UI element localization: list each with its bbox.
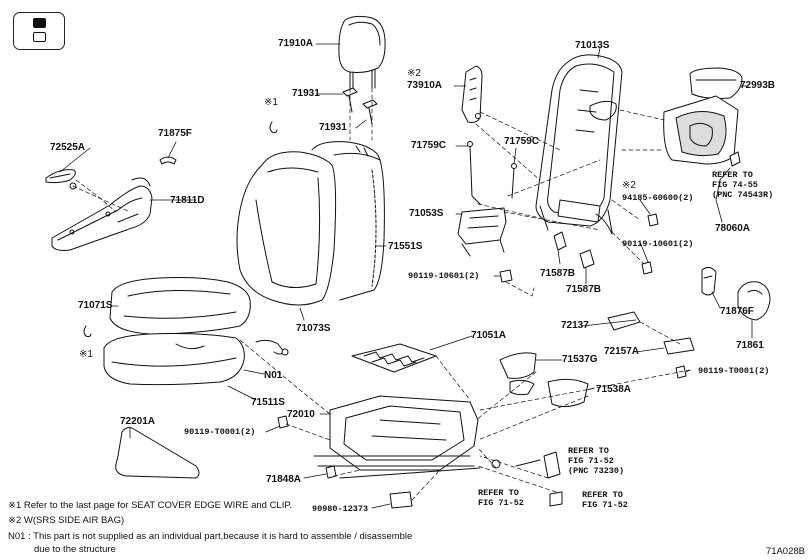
- legend-outline-symbol: [33, 32, 46, 42]
- part-label: 71511S: [251, 397, 285, 408]
- seat-back-drawing: [236, 141, 385, 306]
- part-label: 72157A: [604, 346, 640, 357]
- footnote: ※1 Refer to the last page for SEAT COVER…: [8, 500, 293, 511]
- part-label: 71587B: [540, 268, 576, 279]
- part-label: 90119-10601(2): [408, 271, 480, 281]
- cushion-frame-wire-drawing: [115, 427, 200, 479]
- footnote-marker: ※2: [622, 180, 636, 191]
- part-label: 71759C: [411, 140, 447, 151]
- part-label: 71931: [292, 88, 320, 99]
- part-label: 71537G: [562, 354, 598, 365]
- part-label: 71551S: [388, 241, 423, 252]
- footnote: ※2 W(SRS SIDE AIR BAG): [8, 515, 125, 526]
- cushion-wire-drawing: [255, 339, 289, 356]
- headrest-drawing: [338, 15, 386, 89]
- spring-mat-drawing: [351, 343, 437, 373]
- reference-line: FIG 71-52: [582, 500, 628, 510]
- part-label: 90119-10601(2): [622, 239, 694, 249]
- part-label: 71013S: [575, 40, 610, 51]
- footnote-marker: ※1: [264, 97, 278, 108]
- footnote-marker: ※1: [79, 349, 93, 360]
- airbag-pad-drawing: [461, 65, 483, 123]
- part-label: 71053S: [409, 208, 444, 219]
- figure-code: 71A028B: [765, 546, 805, 557]
- reference-line: REFER TO: [582, 490, 623, 500]
- figure-reference[interactable]: REFER TO FIG 71-52: [478, 488, 524, 508]
- reference-line: REFER TO: [478, 488, 519, 498]
- part-label: 90980-12373: [312, 504, 369, 514]
- part-label: N01: [264, 370, 283, 381]
- part-label: 71910A: [278, 38, 314, 49]
- part-label: 71811D: [170, 195, 205, 206]
- part-label: 71876F: [720, 306, 754, 317]
- recliner-cover-drawing: [701, 266, 771, 321]
- part-label: 71587B: [566, 284, 602, 295]
- reference-line: FIG 71-52: [478, 498, 524, 508]
- seat-side-cover-drawing: [45, 156, 177, 251]
- part-label: 71931: [319, 122, 347, 133]
- reference-line: REFER TO: [712, 170, 753, 180]
- frame-pad-drawing: [553, 231, 595, 269]
- seat-back-frame-drawing: [535, 54, 623, 235]
- seat-track-drawing: [313, 395, 481, 479]
- part-label: 94185-60600(2): [622, 193, 694, 203]
- part-label: 78060A: [715, 223, 751, 234]
- part-label: 71051A: [471, 330, 507, 341]
- part-label: 72993B: [740, 80, 776, 91]
- legend-box: [13, 12, 65, 50]
- clip-drawing: [83, 325, 92, 338]
- part-label: 90119-T0001(2): [184, 427, 256, 437]
- figure-reference[interactable]: REFER TO FIG 71-52: [582, 490, 628, 510]
- part-label: 71071S: [78, 300, 113, 311]
- footnote: due to the structure: [34, 544, 116, 555]
- airbag-module-drawing: [663, 67, 743, 167]
- reference-line: (PNC 74543R): [712, 190, 774, 200]
- part-label: 71073S: [296, 323, 331, 334]
- reference-line: REFER TO: [568, 446, 609, 456]
- connector-drawing: [389, 491, 413, 509]
- part-label: 73910A: [407, 80, 443, 91]
- part-label: 71538A: [596, 384, 632, 395]
- figure-reference[interactable]: REFER TO FIG 71-52 (PNC 73230): [568, 446, 624, 476]
- part-label: 71861: [736, 340, 764, 351]
- footnote-marker: ※2: [407, 68, 421, 79]
- part-label: 72010: [287, 409, 315, 420]
- part-label: 72137: [561, 320, 589, 331]
- clip-drawing: [269, 121, 278, 134]
- part-label: 71875F: [158, 128, 192, 139]
- footnote: N01 : This part is not supplied as an in…: [8, 531, 413, 542]
- lumbar-support-drawing: [457, 207, 507, 257]
- reference-line: FIG 74-55: [712, 180, 758, 190]
- legend-filled-symbol: [33, 18, 46, 28]
- part-label: 72525A: [50, 142, 86, 153]
- reference-line: FIG 71-52: [568, 456, 614, 466]
- seat-cushion-drawing: [103, 277, 251, 386]
- assembly-lines: [72, 87, 691, 501]
- figure-reference[interactable]: REFER TO FIG 74-55 (PNC 74543R): [712, 170, 773, 200]
- part-label: 71759C: [504, 136, 540, 147]
- part-label: 72201A: [120, 416, 156, 427]
- part-label: 90119-T0001(2): [698, 366, 770, 376]
- reference-line: (PNC 73230): [568, 466, 625, 476]
- spring-wire-drawing: [467, 141, 517, 205]
- part-label: 71848A: [266, 474, 302, 485]
